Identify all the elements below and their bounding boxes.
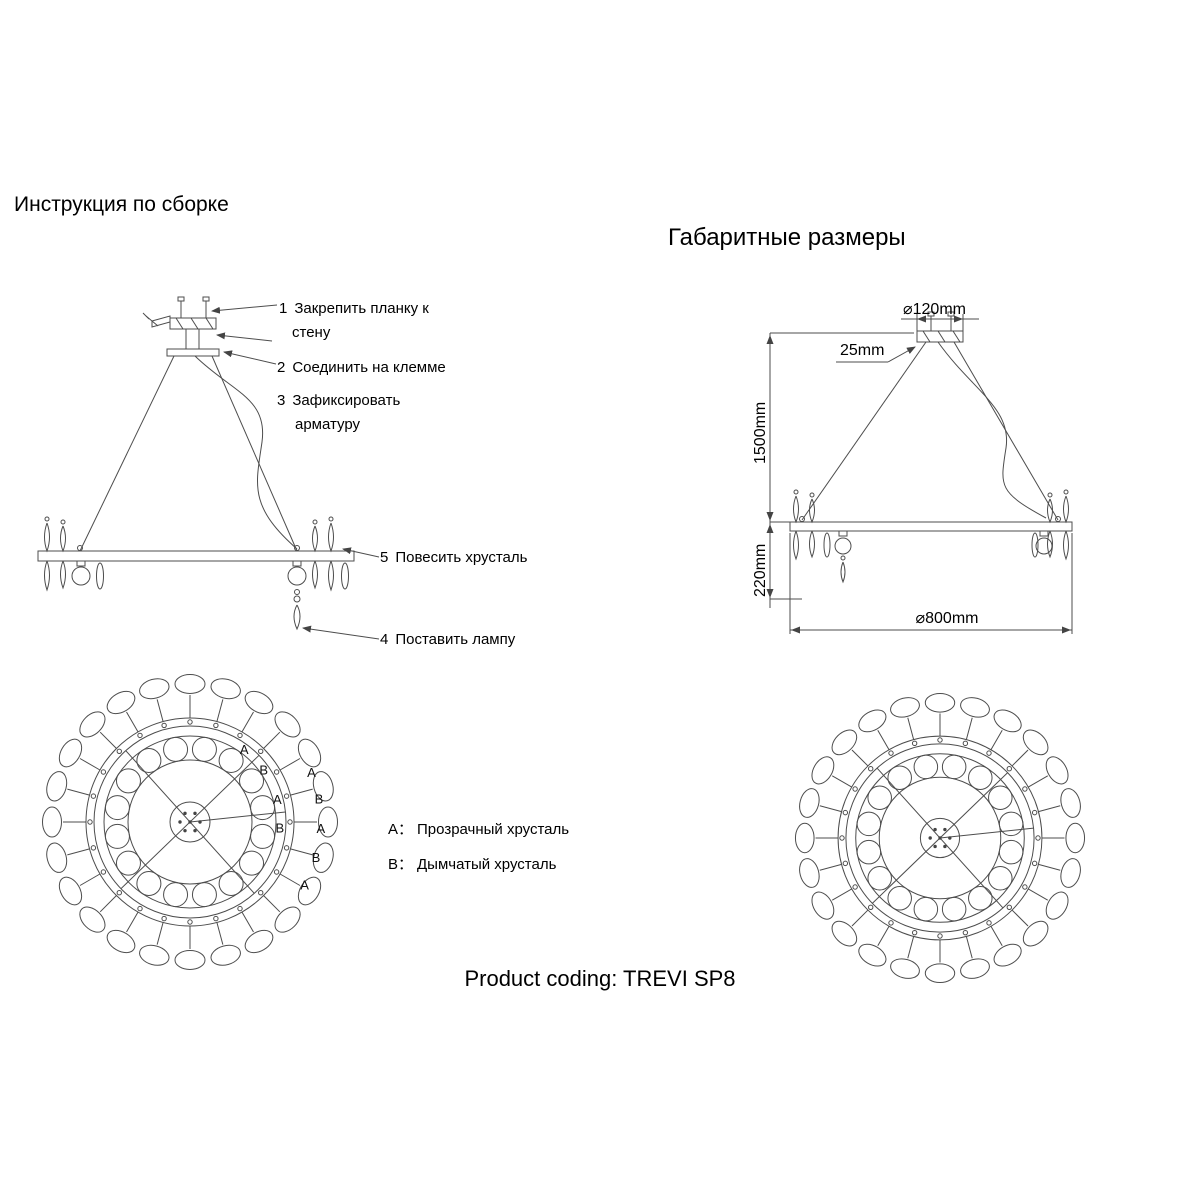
dimension-view-drawing xyxy=(766,311,1073,634)
step-text: Поставить лампу xyxy=(395,631,516,648)
step-text: Зафиксировать xyxy=(292,392,401,409)
crystal-legend: A：Прозрачный хрусталь B：Дымчатый хрустал… xyxy=(388,818,569,888)
assembly-step-4: 4 Поставить лампу xyxy=(380,628,515,652)
svg-text:B: B xyxy=(315,791,324,806)
svg-text:A: A xyxy=(307,765,316,780)
side-view-drawing xyxy=(37,296,380,640)
legend-label: Прозрачный хрусталь xyxy=(417,821,570,838)
dim-suspension-height: 1500mm xyxy=(752,401,769,464)
assembly-step-2: 2 Соединить на клемме xyxy=(277,356,446,380)
svg-text:A: A xyxy=(300,878,309,893)
legend-item-a: A：Прозрачный хрусталь xyxy=(388,818,569,839)
legend-item-b: B：Дымчатый хрусталь xyxy=(388,853,569,874)
step-text: Соединить на клемме xyxy=(292,359,446,376)
product-coding: Product coding: TREVI SP8 xyxy=(464,966,736,991)
top-view-right-drawing xyxy=(794,692,1086,984)
step-text: Повесить хрусталь xyxy=(395,549,528,566)
dim-body-height: 220mm xyxy=(752,543,769,597)
svg-text:B: B xyxy=(312,850,321,865)
step-number: 5 xyxy=(380,549,389,566)
svg-text:B: B xyxy=(259,762,268,777)
assembly-step-1: 1 Закрепить планку к стену xyxy=(279,297,429,345)
assembly-step-3: 3 Зафиксировать арматуру xyxy=(277,389,400,437)
step-number: 1 xyxy=(279,300,288,317)
step-number: 3 xyxy=(277,392,286,409)
step-text-line2: арматуру xyxy=(295,416,361,433)
dim-canopy-diameter: ⌀120mm xyxy=(903,301,966,318)
assembly-step-5: 5 Повесить хрусталь xyxy=(380,546,527,570)
legend-key: A： xyxy=(388,821,414,838)
step-number: 2 xyxy=(277,359,286,376)
dim-body-diameter: ⌀800mm xyxy=(915,610,979,627)
svg-text:A: A xyxy=(240,742,249,757)
legend-label: Дымчатый хрусталь xyxy=(417,856,557,873)
assembly-title: Инструкция по сборке xyxy=(14,193,229,216)
svg-text:A: A xyxy=(273,792,282,807)
step-text: Закрепить планку к xyxy=(294,300,429,317)
step-text-line2: стену xyxy=(292,324,331,341)
dim-canopy-offset: 25mm xyxy=(840,342,885,359)
step-number: 4 xyxy=(380,631,389,648)
dimensions-title: Габаритные размеры xyxy=(668,224,906,251)
legend-key: B： xyxy=(388,856,414,873)
svg-text:B: B xyxy=(275,820,284,835)
svg-text:A: A xyxy=(316,821,325,836)
